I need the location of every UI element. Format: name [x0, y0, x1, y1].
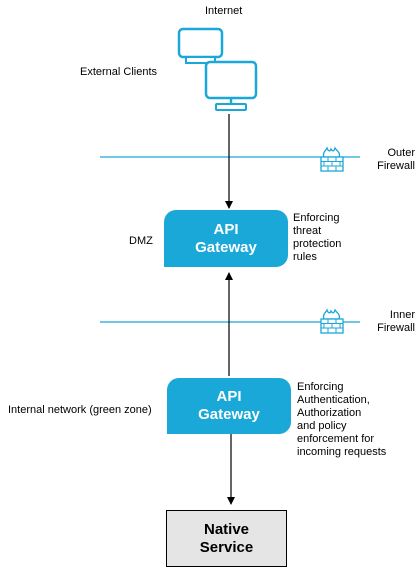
inner-firewall-label: Inner Firewall	[365, 309, 415, 335]
outer-firewall-label-line2: Firewall	[377, 160, 415, 172]
note-line: Enforcing	[293, 212, 340, 224]
note-line: enforcement for	[297, 433, 375, 445]
dmz-label: DMZ	[129, 235, 153, 247]
note-line: and policy	[297, 420, 347, 432]
note-line: incoming requests	[297, 446, 387, 458]
internal-network-label: Internal network (green zone)	[8, 404, 152, 416]
internal-api-gateway-line1: API	[216, 388, 242, 405]
firewall-icon	[320, 146, 344, 172]
note-line: Authorization	[297, 407, 362, 419]
note-line: protection	[293, 238, 342, 250]
internal-api-gateway: API Gateway	[167, 378, 291, 434]
note-line: Authentication,	[297, 394, 370, 406]
outer-firewall-label: Outer Firewall	[365, 147, 415, 173]
inner-firewall-label-line2: Firewall	[377, 322, 415, 334]
monitor-icon	[204, 60, 258, 111]
dmz-api-gateway: API Gateway	[164, 210, 288, 267]
external-clients-label: External Clients	[80, 66, 158, 78]
native-service-line1: Native	[203, 520, 250, 538]
outer-firewall-label-line1: Outer	[387, 147, 415, 159]
note-line: threat	[293, 225, 322, 237]
dmz-api-gateway-line2: Gateway	[195, 238, 257, 256]
note-line: rules	[293, 251, 317, 263]
internal-api-gateway-line2: Gateway	[198, 406, 260, 423]
native-service-line2: Service	[199, 538, 254, 556]
internet-label: Internet	[205, 5, 243, 17]
dmz-gateway-note: Enforcing threat protection rules	[293, 212, 341, 264]
note-line: Enforcing	[297, 381, 344, 393]
firewall-icon	[320, 308, 344, 334]
monitor-icon	[177, 27, 224, 64]
dmz-api-gateway-line1: API	[213, 220, 239, 238]
native-service-box: Native Service	[166, 510, 287, 567]
inner-firewall-label-line1: Inner	[389, 309, 415, 321]
internal-gateway-note: Enforcing Authentication, Authorization …	[297, 381, 386, 459]
